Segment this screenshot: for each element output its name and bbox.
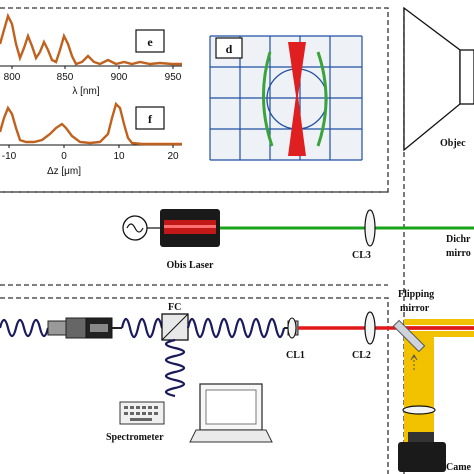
objective-label: Objec (440, 138, 466, 149)
cl3-lens (364, 209, 376, 247)
camera-lens (402, 405, 436, 415)
panel-f-ticks (8, 145, 174, 148)
top-section-border (0, 7, 389, 193)
cl2-lens (364, 311, 376, 345)
objective-body (459, 49, 474, 105)
cl1-lens (287, 317, 297, 339)
panel-f-xlabel: Δz [μm] (47, 166, 81, 177)
flipping-mirror-label-line2: mirror (400, 303, 430, 314)
monitor-screen (205, 389, 257, 425)
panel-e-tick-850: 850 (57, 72, 74, 83)
yellow-beam-down (404, 334, 434, 448)
fiber-coil-left (0, 318, 50, 338)
panel-f-tick-0: 0 (61, 151, 67, 162)
panel-e-tick-900: 900 (111, 72, 128, 83)
flipping-mirror-plate (392, 319, 426, 353)
panel-e-tick-950: 950 (165, 72, 182, 83)
panel-d-letter-box (215, 37, 243, 59)
panel-e: 800 850 900 950 λ [nm] e (0, 12, 182, 97)
laser-row: Obis Laser CL3 Dichr mirro (122, 209, 474, 271)
dichroic-label-line2: mirro (446, 248, 471, 259)
panel-e-letter-box (135, 29, 165, 53)
bottom-section-border (0, 297, 389, 474)
panel-e-spectrum (0, 12, 182, 66)
panel-e-tick-800: 800 (4, 72, 21, 83)
fiber-connector-left (47, 320, 67, 336)
panel-f-tick-20: 20 (167, 151, 179, 162)
fiber-coil-right (186, 317, 286, 339)
panel-e-ticks (11, 66, 174, 69)
dichroic-label-line1: Dichr (446, 234, 471, 245)
cl2-label: CL2 (352, 350, 371, 361)
panel-e-letter: e (147, 35, 153, 49)
objective: Objec (403, 6, 474, 152)
fc-label: FC (168, 302, 181, 313)
panel-f: -10 0 10 20 Δz [μm] f (0, 101, 182, 177)
panel-f-profile (0, 101, 182, 146)
spectrometer-label: Spectrometer (106, 432, 164, 443)
panel-d-letter: d (226, 42, 233, 56)
panel-d: d (209, 35, 363, 161)
spectrometer-station: Spectrometer (106, 383, 273, 443)
camera-top (408, 432, 434, 442)
panel-e-xlabel: λ [nm] (72, 86, 99, 97)
fiber-coil-down (164, 338, 186, 398)
flipping-mirror-label-line1: Flipping (398, 289, 434, 300)
obis-laser-highlight (164, 225, 216, 228)
cl1-label: CL1 (286, 350, 305, 361)
panel-f-tick-minus10: -10 (2, 151, 17, 162)
panel-f-tick-10: 10 (113, 151, 125, 162)
fiber-row: FC CL1 CL2 Flipping mirror Came (0, 289, 474, 473)
flip-arrow-head (410, 354, 418, 361)
camera-body (398, 442, 446, 472)
panel-f-letter-box (135, 106, 165, 130)
cl3-label: CL3 (352, 250, 371, 261)
monitor-base (189, 429, 273, 443)
fiber-coupler-left (65, 317, 87, 339)
obis-laser-label: Obis Laser (167, 260, 215, 271)
panel-d-red-beam (288, 42, 306, 156)
objective-cone (403, 6, 461, 152)
fiber-module-window (90, 324, 108, 332)
keyboard-keys (124, 406, 158, 421)
sine-wave-icon (126, 223, 144, 233)
panel-d-green-curve-left (262, 51, 274, 147)
fc-diagonal (161, 313, 189, 341)
panel-f-letter: f (148, 112, 153, 126)
camera-label: Came (446, 462, 472, 473)
fiber-coil-middle (120, 317, 164, 339)
panel-d-green-curve-right (316, 51, 328, 147)
